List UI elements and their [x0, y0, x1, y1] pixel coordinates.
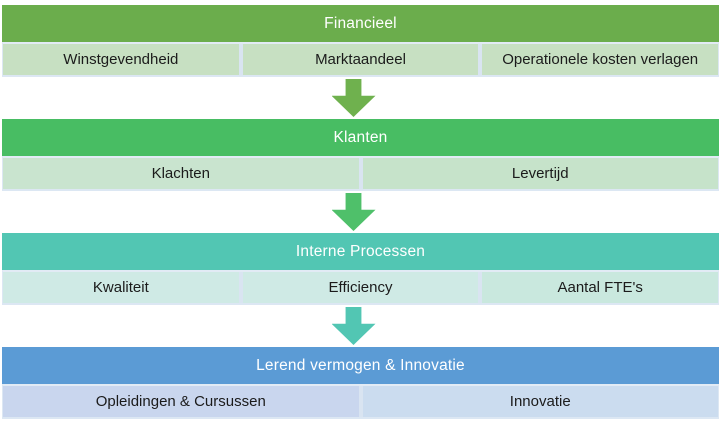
arrow-gap: [2, 305, 719, 347]
kpi-cell-marktaandeel: Marktaandeel: [238, 44, 479, 75]
section-title-klanten: Klanten: [2, 119, 719, 156]
kpi-cell-aantal-ftes: Aantal FTE's: [478, 272, 719, 303]
section-title-lerend-vermogen-innovatie: Lerend vermogen & Innovatie: [2, 347, 719, 384]
section-interne-processen: Interne Processen Kwaliteit Efficiency A…: [2, 233, 719, 305]
kpi-row-financieel: Winstgevendheid Marktaandeel Operationel…: [2, 42, 719, 77]
down-arrow-icon: [331, 307, 376, 345]
kpi-row-lerend-vermogen-innovatie: Opleidingen & Cursussen Innovatie: [2, 384, 719, 419]
section-financieel: Financieel Winstgevendheid Marktaandeel …: [2, 5, 719, 77]
kpi-row-interne-processen: Kwaliteit Efficiency Aantal FTE's: [2, 270, 719, 305]
down-arrow-icon: [331, 193, 376, 231]
kpi-cell-winstgevendheid: Winstgevendheid: [3, 44, 239, 75]
kpi-cell-kwaliteit: Kwaliteit: [3, 272, 239, 303]
section-title-interne-processen: Interne Processen: [2, 233, 719, 270]
kpi-cell-klachten: Klachten: [3, 158, 359, 189]
kpi-cell-innovatie: Innovatie: [358, 386, 718, 417]
kpi-cell-operationele-kosten-verlagen: Operationele kosten verlagen: [478, 44, 719, 75]
kpi-cell-opleidingen-cursussen: Opleidingen & Cursussen: [3, 386, 359, 417]
section-title-financieel: Financieel: [2, 5, 719, 42]
down-arrow-icon: [331, 79, 376, 117]
arrow-gap: [2, 77, 719, 119]
arrow-gap: [2, 191, 719, 233]
section-lerend-vermogen-innovatie: Lerend vermogen & Innovatie Opleidingen …: [2, 347, 719, 419]
balanced-scorecard-diagram: Financieel Winstgevendheid Marktaandeel …: [2, 5, 719, 419]
section-klanten: Klanten Klachten Levertijd: [2, 119, 719, 191]
kpi-cell-efficiency: Efficiency: [238, 272, 479, 303]
kpi-cell-levertijd: Levertijd: [358, 158, 718, 189]
kpi-row-klanten: Klachten Levertijd: [2, 156, 719, 191]
